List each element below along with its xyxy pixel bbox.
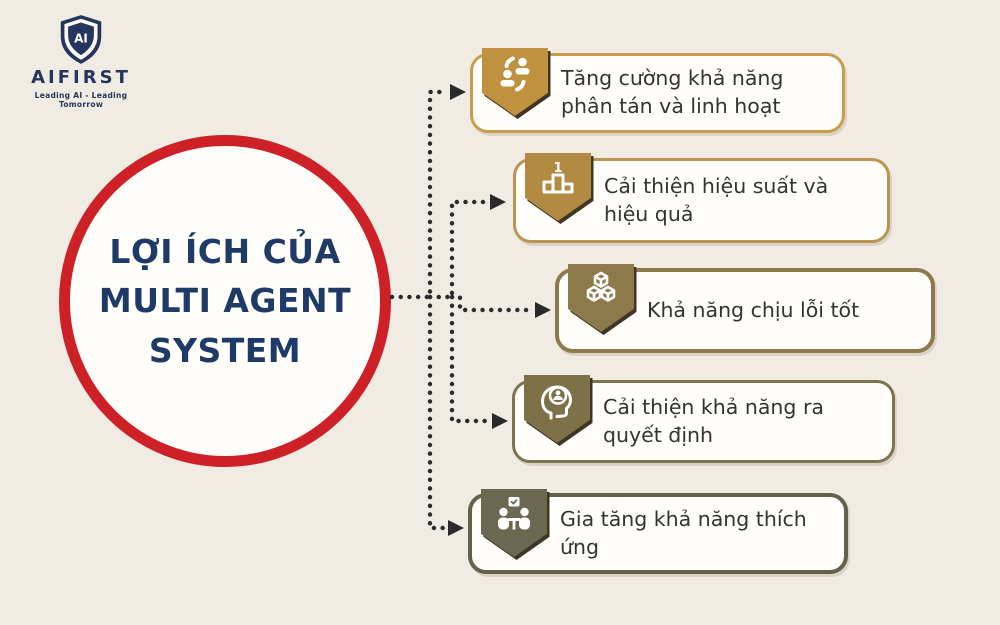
benefit-card-1: Tăng cường khả năng phân tán và linh hoạ… <box>470 48 845 133</box>
benefit-badge <box>481 489 550 560</box>
logo-shield-icon: AI <box>60 15 102 64</box>
central-circle: LỢI ÍCH CỦA MULTI AGENT SYSTEM <box>59 135 391 467</box>
arrowhead-icon <box>535 302 551 318</box>
arrowhead-icon <box>448 520 464 536</box>
arrowhead-icon <box>450 84 466 100</box>
podium-rank-icon: 1 <box>542 161 574 194</box>
benefit-card-5: Gia tăng khả năng thích ứng <box>468 489 848 574</box>
team-check-icon <box>498 497 530 530</box>
benefit-label: Cải thiện khả năng ra quyết định <box>603 394 824 447</box>
arrowhead-icon <box>492 413 508 429</box>
logo-shield-text: AI <box>74 32 88 46</box>
circle-title: LỢI ÍCH CỦA MULTI AGENT SYSTEM <box>99 227 351 376</box>
logo-tagline: Leading AI - Leading Tomorrow <box>34 91 128 109</box>
connector-to-benefit-3 <box>449 294 536 313</box>
connector-to-benefit-5 <box>427 294 449 531</box>
connector-to-benefit-1 <box>389 89 451 300</box>
benefit-label: Tăng cường khả năng phân tán và linh hoạ… <box>561 66 784 118</box>
badge-pentagon <box>568 264 634 332</box>
circle-title-line3: SYSTEM <box>148 330 302 370</box>
circle-title-line2: MULTI AGENT <box>98 281 352 321</box>
benefit-card-4: Cải thiện khả năng ra quyết định <box>512 375 895 463</box>
benefit-label: Khả năng chịu lỗi tốt <box>647 297 860 322</box>
aifirst-logo: AI AIFIRST Leading AI - Leading Tomorrow <box>20 14 142 109</box>
badge-pentagon <box>482 48 548 116</box>
benefit-badge <box>482 48 551 119</box>
people-sync-icon <box>500 56 530 92</box>
badge-pentagon <box>524 375 590 443</box>
svg-text:1: 1 <box>553 161 562 176</box>
brand-name: AIFIRST <box>31 67 131 88</box>
benefit-label: Gia tăng khả năng thích ứng <box>560 506 807 559</box>
decision-head-icon <box>541 385 572 420</box>
benefit-card-3: Khả năng chịu lỗi tốt <box>555 264 935 353</box>
cubes-icon <box>586 271 616 302</box>
benefit-badge: 1 <box>525 153 594 224</box>
badge-pentagon <box>481 489 547 557</box>
circle-title-line1: LỢI ÍCH CỦA <box>109 231 341 271</box>
benefit-badge <box>568 264 637 335</box>
badge-pentagon: 1 <box>525 153 591 221</box>
benefit-badge <box>524 375 593 446</box>
benefit-card-2: 1 Cải thiện hiệu suất và hiệu quả <box>513 153 890 243</box>
connector-to-benefit-2 <box>427 199 491 300</box>
connector-to-benefit-4 <box>449 294 493 424</box>
arrowhead-icon <box>490 194 506 210</box>
benefit-label: Cải thiện hiệu suất và hiệu quả <box>604 173 829 226</box>
